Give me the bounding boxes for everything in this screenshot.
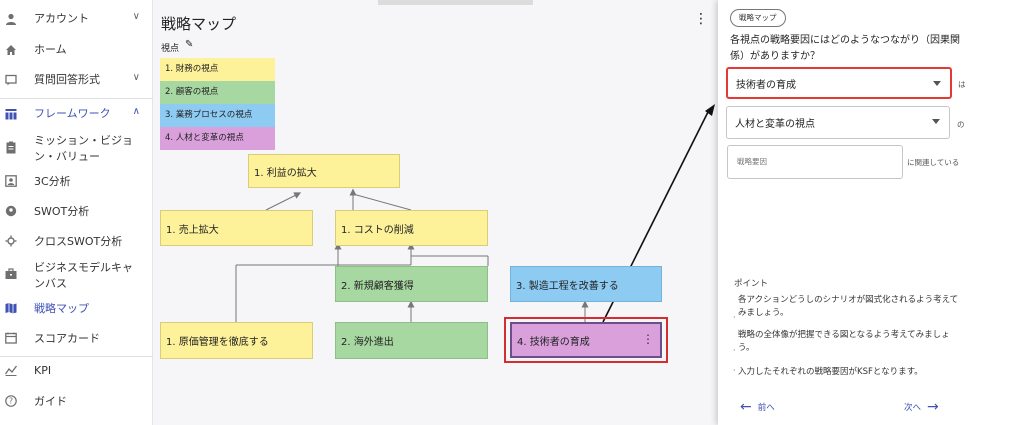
node-label: 4. 技術者の育成 <box>517 336 590 348</box>
node-cost-reduction[interactable]: 1. コストの削減 <box>335 210 488 246</box>
suffix-text: に関連している <box>907 158 960 167</box>
sidebar-item-kpi[interactable]: KPI <box>0 363 152 379</box>
arrow-right-icon: → <box>927 399 939 415</box>
legend-customer: 2. 顧客の視点 <box>160 81 275 104</box>
suffix-text: の <box>957 120 965 129</box>
strategy-map-canvas: 戦略マップ ⋮ 視点 ✎ 1. 財務の視点 2. 顧客の視点 3. 業務プロセス… <box>153 0 718 425</box>
source-factor-select[interactable]: 技術者の育成 <box>726 67 952 99</box>
svg-text:?: ? <box>9 397 13 406</box>
point-item: 入力したそれぞれの戦略要因がKSFとなります。 <box>738 367 923 377</box>
node-process-improvement[interactable]: 3. 製造工程を改善する <box>510 266 662 302</box>
sidebar-item-label: ミッション・ビジョン・バリュー <box>34 134 133 163</box>
node-overseas-expansion[interactable]: 2. 海外進出 <box>335 322 488 359</box>
view-label: 視点 <box>161 44 180 54</box>
top-scroll-strip <box>378 0 533 5</box>
sidebar-item-strategy-map[interactable]: 戦略マップ <box>0 301 152 317</box>
sidebar-item-label: KPI <box>34 364 52 377</box>
points-title: ポイント <box>734 279 769 289</box>
sidebar-item-qa-format[interactable]: 質問回答形式 ∨ <box>0 72 152 88</box>
edit-pencil-icon[interactable]: ✎ <box>185 39 194 50</box>
sidebar-item-label: ガイド <box>34 395 67 408</box>
sidebar-item-label: 3C分析 <box>34 175 71 188</box>
home-icon <box>4 43 18 57</box>
node-engineer-training[interactable]: 4. 技術者の育成 ⋮ <box>510 322 662 358</box>
dropdown-caret-icon <box>932 119 940 124</box>
connector-lines <box>235 104 715 323</box>
sidebar-item-cross-swot[interactable]: クロスSWOT分析 <box>0 234 152 250</box>
trend-icon <box>4 363 18 377</box>
next-button[interactable]: 次へ → <box>904 399 945 415</box>
sidebar-item-label: 質問回答形式 <box>34 73 100 86</box>
sidebar-item-label: アカウント <box>34 12 89 25</box>
node-sales-expansion[interactable]: 1. 売上拡大 <box>160 210 313 246</box>
sidebar-item-3c[interactable]: 3C分析 <box>0 174 152 190</box>
perspective-select[interactable]: 人材と変革の視点 <box>726 106 950 139</box>
selected-node-highlight <box>504 317 668 363</box>
bullet: · <box>733 313 736 322</box>
sidebar-item-label: ビジネスモデルキャンバス <box>34 261 133 290</box>
point-item: 戦略の全体像が把握できる図となるよう考えてみましょう。 <box>738 330 950 353</box>
strategy-factor-field[interactable]: 戦略要因 <box>727 145 903 179</box>
node-profit-expansion[interactable]: 1. 利益の拡大 <box>248 154 400 188</box>
sidebar-item-framework[interactable]: フレームワーク ∧ <box>0 106 152 122</box>
question-text: 各視点の戦略要因にはどのようなつながり（因果関係）がありますか？ <box>730 35 960 62</box>
sidebar-item-mission-vision-value[interactable]: ミッション・ビジョン・バリュー <box>0 133 152 165</box>
framework-icon <box>4 107 18 121</box>
gear-icon <box>4 234 18 248</box>
divider <box>0 98 153 99</box>
page-title: 戦略マップ <box>161 15 237 33</box>
divider <box>0 356 153 357</box>
sidebar-item-business-model-canvas[interactable]: ビジネスモデルキャンバス <box>0 260 152 292</box>
panel-chip[interactable]: 戦略マップ <box>730 9 786 27</box>
person-icon <box>4 12 18 26</box>
prev-label: 前へ <box>757 403 775 413</box>
dropdown-caret-icon <box>933 81 941 86</box>
node-cost-management[interactable]: 1. 原価管理を徹底する <box>160 322 313 359</box>
legend-financial: 1. 財務の視点 <box>160 58 275 81</box>
person-box-icon <box>4 174 18 188</box>
briefcase-icon <box>4 267 18 281</box>
chevron-up-icon: ∧ <box>132 106 140 117</box>
sidebar-item-guide[interactable]: ? ガイド <box>0 394 152 410</box>
pin-icon <box>4 204 18 218</box>
clipboard-icon <box>4 140 18 154</box>
bullet: · <box>733 346 736 355</box>
question-panel: 戦略マップ 各視点の戦略要因にはどのようなつながり（因果関係）がありますか？ 技… <box>718 0 976 425</box>
select-value: 人材と変革の視点 <box>735 119 815 130</box>
scorecard-icon <box>4 331 18 345</box>
map-icon <box>4 301 18 315</box>
sidebar-item-swot[interactable]: SWOT分析 <box>0 204 152 220</box>
sidebar-item-home[interactable]: ホーム <box>0 42 152 58</box>
help-icon: ? <box>4 394 18 408</box>
chat-icon <box>4 73 18 87</box>
suffix-text: は <box>958 80 966 89</box>
sidebar: アカウント ∨ ホーム 質問回答形式 ∨ フレームワーク ∧ ミッション・ビジョ… <box>0 0 153 425</box>
chevron-down-icon: ∨ <box>132 11 140 22</box>
more-menu-icon[interactable]: ⋮ <box>694 11 708 27</box>
legend-people: 4. 人材と変革の視点 <box>160 127 275 150</box>
legend-process: 3. 業務プロセスの視点 <box>160 104 275 127</box>
sidebar-item-scorecard[interactable]: スコアカード <box>0 331 152 347</box>
next-label: 次へ <box>904 403 922 413</box>
select-value: 技術者の育成 <box>736 79 796 91</box>
sidebar-item-label: 戦略マップ <box>34 302 89 315</box>
node-menu-icon[interactable]: ⋮ <box>642 332 654 346</box>
point-item: 各アクションどうしのシナリオが図式化されるよう考えてみましょう。 <box>738 295 959 318</box>
arrow-left-icon: ← <box>740 399 752 415</box>
annotation-arrowhead <box>705 104 715 116</box>
sidebar-item-label: フレームワーク <box>34 107 111 120</box>
sidebar-item-label: クロスSWOT分析 <box>34 235 123 248</box>
bullet: · <box>733 366 736 375</box>
sidebar-item-label: SWOT分析 <box>34 205 90 218</box>
page-margin <box>976 0 1024 425</box>
sidebar-item-account[interactable]: アカウント ∨ <box>0 11 152 27</box>
chevron-down-icon: ∨ <box>132 72 140 83</box>
sidebar-item-label: ホーム <box>34 43 67 56</box>
prev-button[interactable]: ← 前へ <box>734 399 775 415</box>
sidebar-item-label: スコアカード <box>34 332 100 345</box>
node-new-customer[interactable]: 2. 新規顧客獲得 <box>335 266 488 302</box>
